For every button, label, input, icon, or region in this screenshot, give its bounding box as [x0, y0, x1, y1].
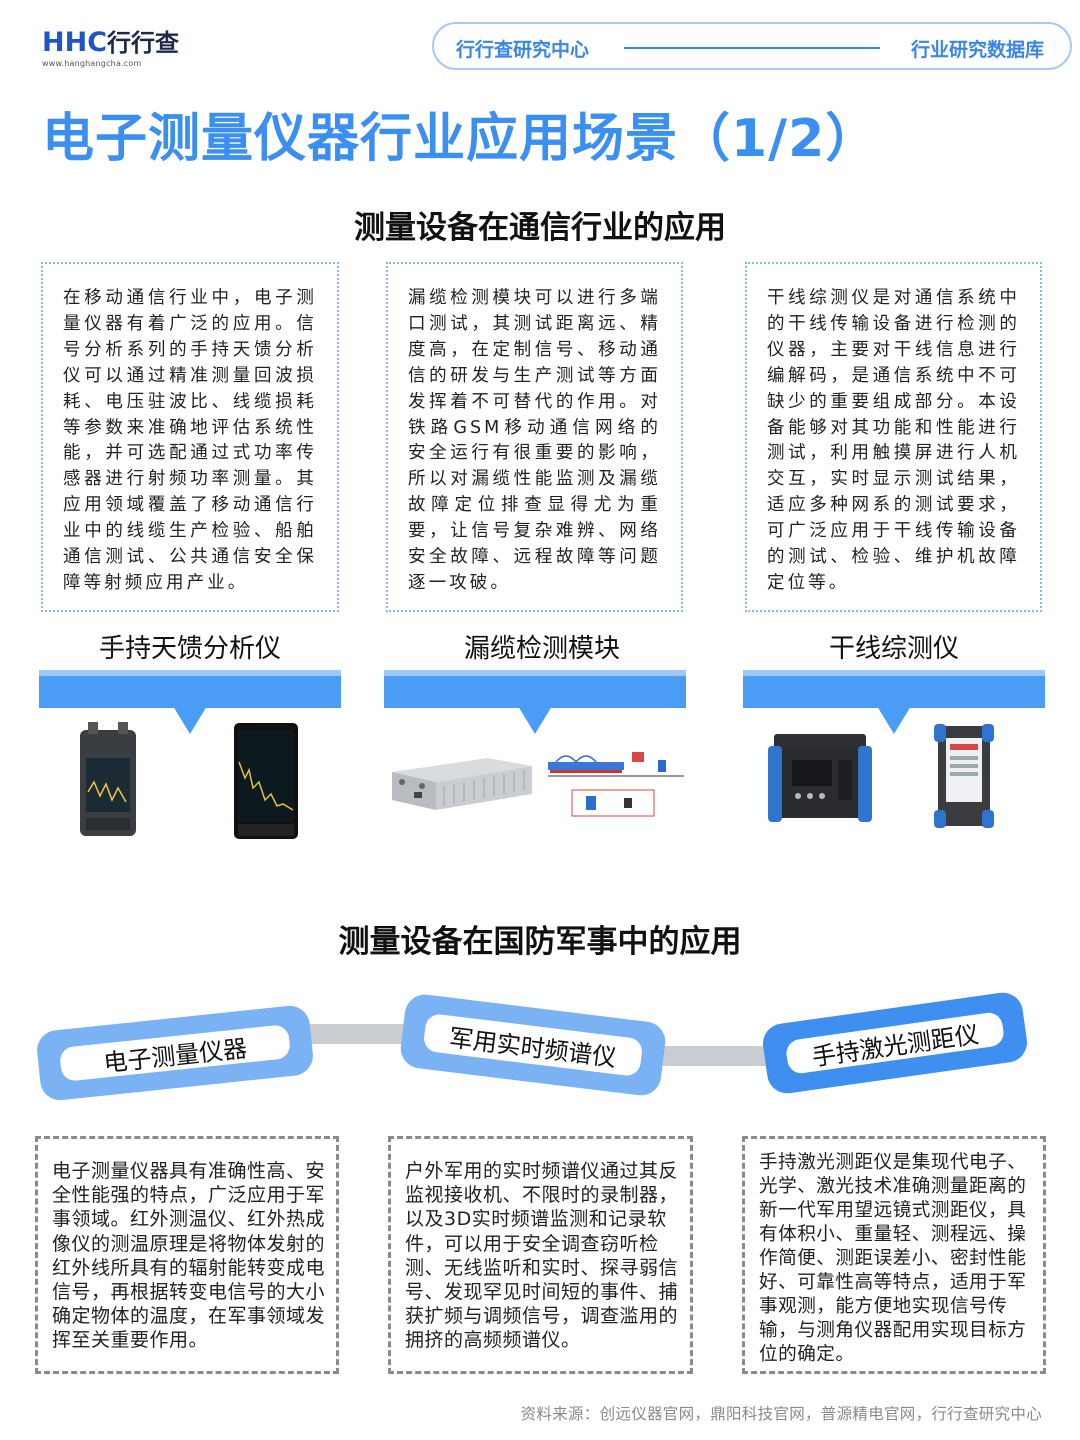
chain-node-label: 手持激光测距仪 [784, 1010, 1006, 1076]
text-box-antenna-analyzer: 在移动通信行业中，电子测量仪器有着广泛的应用。信号分析系列的手持天馈分析仪可以通… [41, 262, 339, 612]
device-pointer-1 [173, 706, 207, 734]
chain-node-label: 电子测量仪器 [58, 1024, 292, 1082]
handheld-analyzer-image [80, 722, 136, 836]
trunk-tester-image [768, 734, 872, 822]
text-box-trunk-tester: 干线综测仪是对通信系统中的干线传输设备进行检测的仪器，主要对干线信息进行编解码，… [745, 262, 1042, 612]
device-bar-2 [384, 670, 686, 708]
text-box-content: 户外军用的实时频谱仪通过其反监视接收机、不限时的录制器，以及3D实时频谱监测和记… [405, 1160, 679, 1352]
brand-logo: HHC行行查 www.hanghangcha.com [42, 28, 192, 72]
section-title-military: 测量设备在国防军事中的应用 [338, 924, 742, 960]
chain-node-laser-rangefinder: 手持激光测距仪 [760, 990, 1030, 1096]
device-label-leaky-cable: 漏缆检测模块 [463, 634, 620, 664]
handheld-tester-image [934, 724, 994, 828]
text-box-spectrum-analyzer: 户外军用的实时频谱仪通过其反监视接收机、不限时的录制器，以及3D实时频谱监测和记… [388, 1136, 693, 1374]
header-divider-line [624, 47, 880, 49]
section-title-communication: 测量设备在通信行业的应用 [354, 210, 726, 246]
research-center-label: 行行查研究中心 [456, 39, 590, 61]
device-bar-1 [39, 670, 341, 708]
device-label-antenna-analyzer: 手持天馈分析仪 [98, 634, 281, 664]
device-label-trunk-tester: 干线综测仪 [828, 634, 959, 664]
analyzer-screen-image [234, 723, 298, 839]
database-label: 行业研究数据库 [910, 39, 1044, 61]
text-box-electronic-instruments: 电子测量仪器具有准确性高、安全性能强的特点，广泛应用于军事领域。红外测温仪、红外… [35, 1136, 339, 1374]
text-box-content: 干线综测仪是对通信系统中的干线传输设备进行检测的仪器，主要对干线信息进行编解码，… [767, 288, 1020, 593]
chain-node-spectrum-analyzer: 军用实时频谱仪 [398, 992, 668, 1098]
source-note: 资料来源：创远仪器官网，鼎阳科技官网，普源精电官网，行行查研究中心 [520, 1405, 1042, 1423]
logo-mark: HHC行行查 [42, 27, 180, 58]
text-box-laser-rangefinder: 手持激光测距仪是集现代电子、光学、激光技术准确测量距离的新一代军用望远镜式测距仪… [742, 1136, 1046, 1374]
text-box-content: 漏缆检测模块可以进行多端口测试，其测试距离远、精度高，在定制信号、移动通信的研发… [408, 288, 661, 593]
chain-node-label: 军用实时频谱仪 [422, 1012, 644, 1078]
leaky-cable-module-image [392, 758, 532, 810]
logo-url: www.hanghangcha.com [42, 59, 142, 68]
header-banner: 行行查研究中心 行业研究数据库 [432, 22, 1072, 70]
railway-monitoring-diagram [548, 752, 684, 817]
device-pointer-3 [877, 706, 911, 734]
device-pointer-2 [518, 706, 552, 734]
device-bar-3 [743, 670, 1045, 708]
chain-node-electronic-instruments: 电子测量仪器 [35, 1003, 315, 1103]
text-box-content: 手持激光测距仪是集现代电子、光学、激光技术准确测量距离的新一代军用望远镜式测距仪… [759, 1152, 1027, 1365]
text-box-content: 电子测量仪器具有准确性高、安全性能强的特点，广泛应用于军事领域。红外测温仪、红外… [52, 1160, 326, 1352]
text-box-leaky-cable: 漏缆检测模块可以进行多端口测试，其测试距离远、精度高，在定制信号、移动通信的研发… [386, 262, 683, 612]
page-title: 电子测量仪器行业应用场景（1/2） [42, 109, 879, 169]
text-box-content: 在移动通信行业中，电子测量仪器有着广泛的应用。信号分析系列的手持天馈分析仪可以通… [63, 288, 317, 593]
